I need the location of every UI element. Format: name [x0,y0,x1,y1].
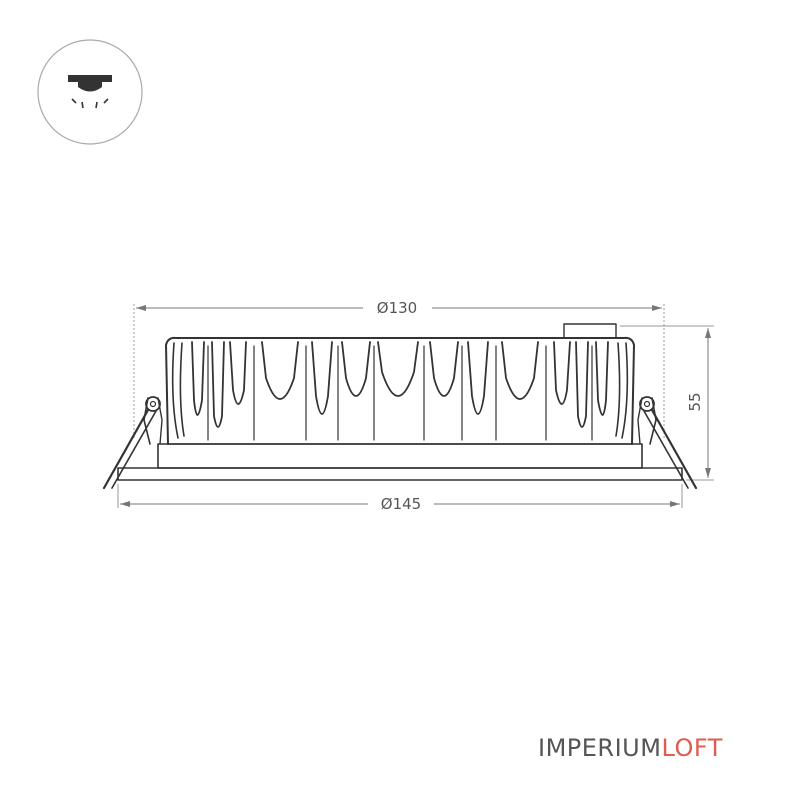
heatsink-outline [165,336,635,445]
brand-logo-part2: LOFT [661,734,723,762]
bottom-diameter-label: Ø145 [381,495,421,513]
heatsink-fins [191,341,609,428]
brand-logo-part1: IMPERIUM [538,734,662,762]
collar [157,443,643,469]
top-diameter-dimension: Ø130 [133,299,665,440]
downlight-body [102,323,698,490]
flange [117,467,683,481]
recessed-ceiling-mount-icon [37,39,143,145]
top-diameter-label: Ø130 [377,299,417,317]
left-spring-clip [102,396,163,490]
brand-logo: IMPERIUMLOFT [538,734,723,762]
bottom-diameter-dimension: Ø145 [117,484,683,513]
connector-box [563,323,617,339]
right-spring-clip [637,396,698,490]
height-dimension: 55 [620,325,714,481]
height-label: 55 [686,392,704,411]
fin-separators [207,345,593,441]
